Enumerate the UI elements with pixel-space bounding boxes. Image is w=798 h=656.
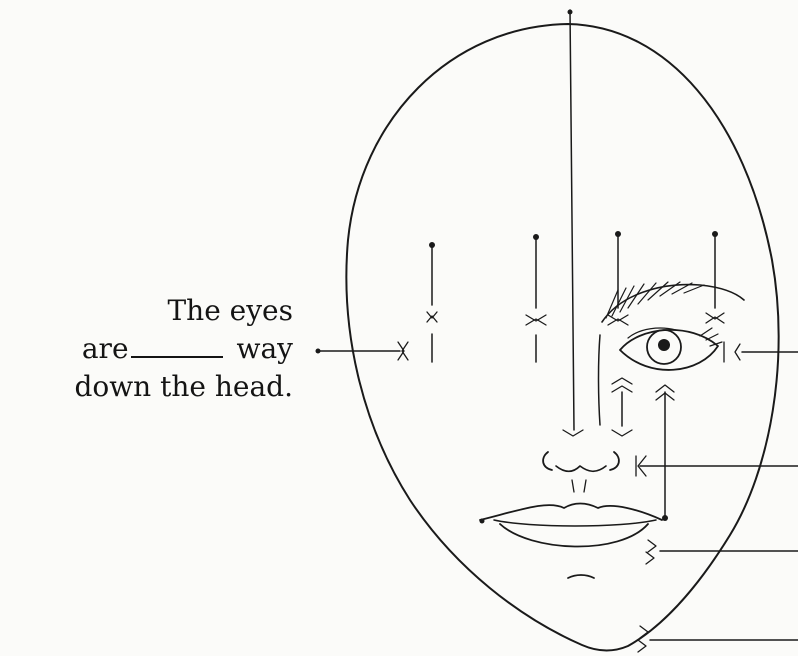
upper-lip (480, 504, 662, 521)
guide-arrow-4 (706, 313, 724, 323)
guide-dot-3 (615, 231, 621, 237)
nose-length-arrow-top (612, 378, 632, 392)
guide-dot-4 (712, 231, 718, 237)
mouth-level-arrowhead (646, 540, 656, 564)
mouth-level-arrow (646, 540, 798, 564)
center-line-arrow (563, 430, 583, 436)
mouth (480, 504, 663, 547)
pupil (658, 339, 670, 351)
nose (543, 452, 619, 492)
guide-arrow-3 (608, 315, 628, 325)
guide-arrow-1 (427, 312, 437, 322)
lower-lip (500, 524, 648, 547)
center-guide-line (570, 10, 574, 430)
eyebrow (602, 282, 744, 322)
mouth-corner-dot (480, 519, 485, 524)
nose-level-arrow (636, 456, 798, 476)
center-line-top-dot (568, 10, 573, 15)
eye-level-arrows (316, 342, 798, 362)
nose-length-arrow-bottom (612, 430, 632, 436)
nose-bridge-line (599, 335, 601, 425)
head-outline (346, 24, 778, 650)
guide-arrow-2 (526, 315, 546, 325)
left-eye-level-dot (316, 349, 321, 354)
chin-mark (568, 575, 594, 578)
mouth-guide-dot (662, 515, 668, 521)
right-eye-level-arrow (724, 342, 740, 362)
guide-dot-2 (533, 234, 539, 240)
right-eye (620, 328, 722, 370)
lip-line (494, 520, 656, 526)
guide-dot-1 (429, 242, 435, 248)
chin-level-arrow (638, 626, 798, 652)
